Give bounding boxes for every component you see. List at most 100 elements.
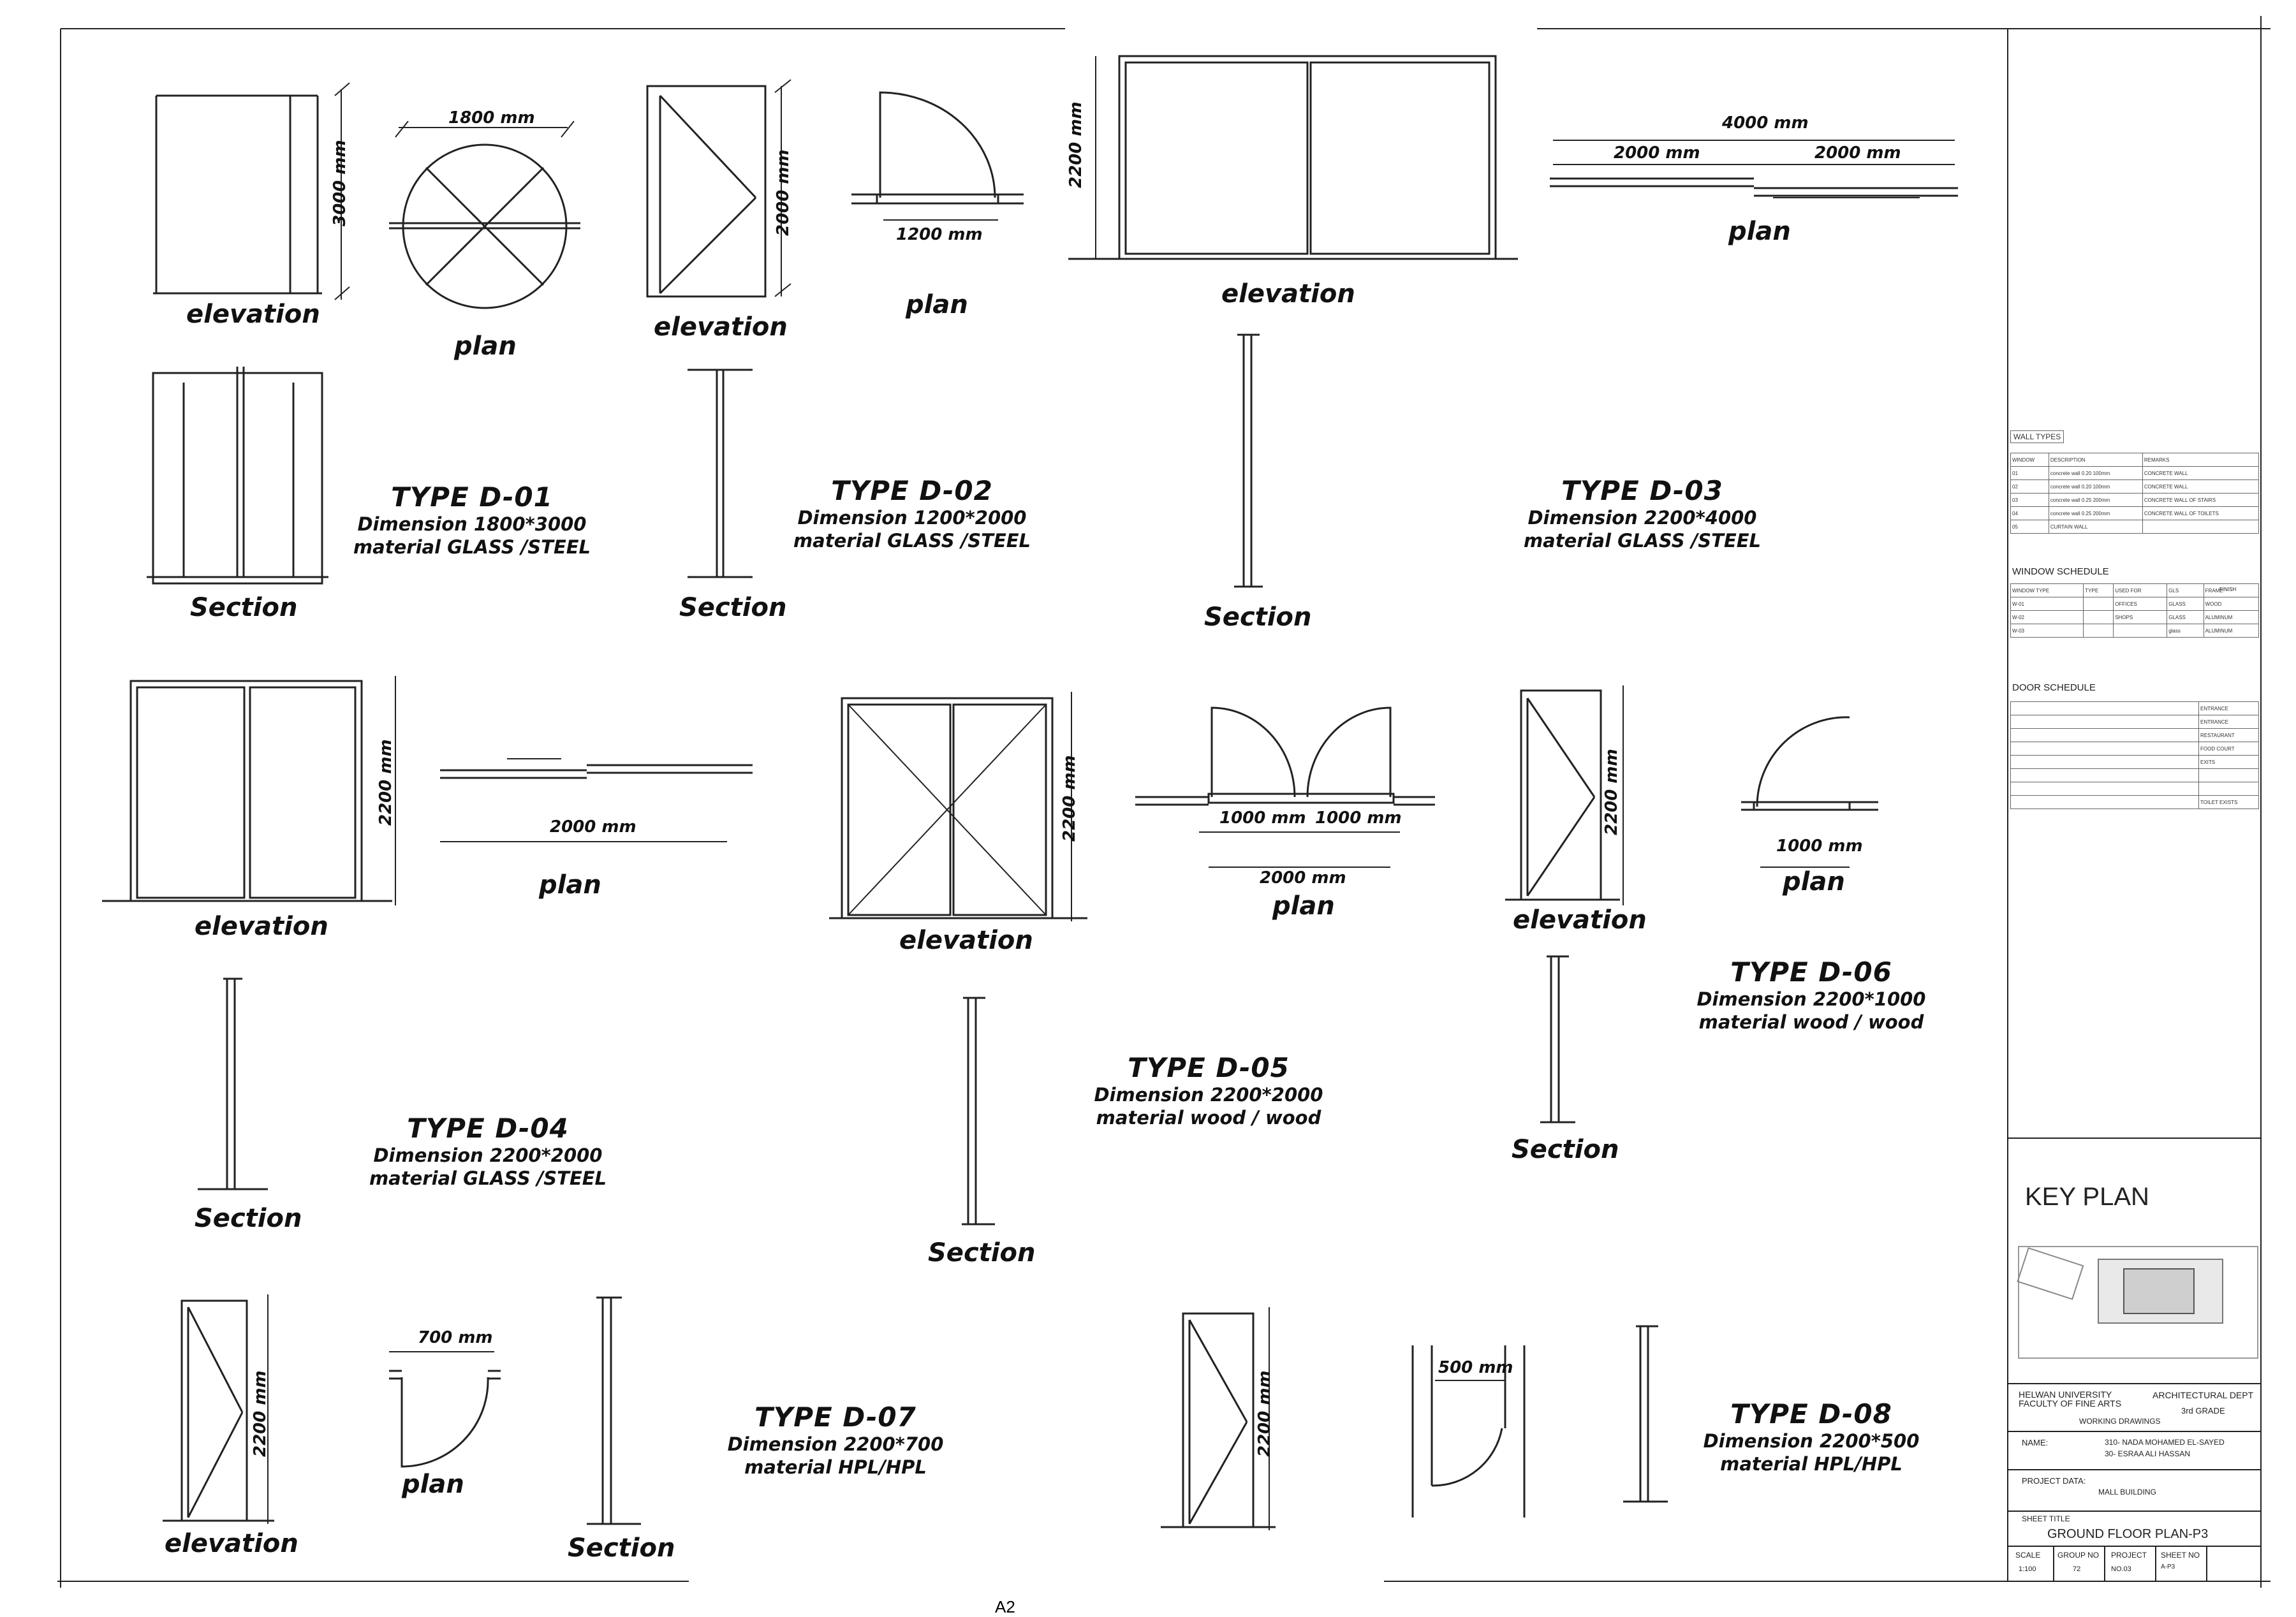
window-schedule-table: WINDOW TYPE TYPE USED FOR GLS FRAME W-01… — [2010, 583, 2260, 638]
d04-plan-label: plan — [539, 870, 601, 900]
table-cell: concrete wall 0.20 100mm — [2048, 466, 2143, 480]
d01-section-label: Section — [190, 593, 298, 622]
d02-elevation-label: elevation — [654, 312, 788, 342]
table-cell — [2010, 715, 2199, 729]
d04-section-label: Section — [195, 1204, 302, 1233]
table-cell: W-02 — [2010, 610, 2084, 624]
table-cell: 04 — [2010, 506, 2049, 520]
table-header: FRAME — [2203, 583, 2260, 597]
d02-material: material GLASS /STEEL — [793, 530, 1031, 552]
d04-dimension: Dimension 2200*2000 — [373, 1145, 603, 1166]
table-cell: CONCRETE WALL OF TOILETS — [2142, 506, 2260, 520]
table-header: WINDOW TYPE — [2010, 583, 2084, 597]
d03-dim-right: 2000 mm — [1814, 143, 1901, 163]
table-cell: concrete wall 0.25 200mm — [2048, 506, 2143, 520]
table-cell — [2198, 768, 2259, 782]
d04-type-block: TYPE D-04 Dimension 2200*2000 material G… — [360, 1113, 615, 1190]
table-cell: SHOPS — [2113, 610, 2168, 624]
table-cell: W-01 — [2010, 597, 2084, 611]
d03-elevation-label: elevation — [1221, 279, 1355, 309]
d07-dimension: Dimension 2200*700 — [727, 1433, 944, 1455]
d01-dim-width: 1800 mm — [448, 108, 535, 128]
table-cell: EXITS — [2198, 755, 2259, 769]
table-cell — [2142, 520, 2260, 534]
d07-section-label: Section — [568, 1533, 675, 1563]
university-name: HELWAN UNIVERSITY FACULTY OF FINE ARTS — [2019, 1389, 2122, 1408]
title-block-frame — [2008, 1138, 2261, 1581]
d06-plan-label: plan — [1783, 867, 1845, 896]
d03-plan-label: plan — [1728, 217, 1791, 246]
table-cell: ENTRANCE — [2198, 701, 2259, 715]
d03-dimension: Dimension 2200*4000 — [1527, 507, 1757, 529]
table-cell: 03 — [2010, 493, 2049, 507]
d02-plan-label: plan — [906, 290, 968, 319]
d06-elevation — [1505, 685, 1624, 905]
d08-dimension: Dimension 2200*500 — [1703, 1430, 1920, 1452]
d07-dim-width: 700 mm — [418, 1328, 493, 1347]
table-cell: 02 — [2010, 479, 2049, 494]
table-cell: GLASS — [2167, 610, 2204, 624]
table-cell: TOILET EXISTS — [2198, 795, 2259, 809]
window-finish-header: FINISH — [2219, 587, 2237, 592]
table-cell: CURTAIN WALL — [2048, 520, 2143, 534]
d07-plan — [389, 1351, 501, 1468]
table-cell: FOOD COURT — [2198, 742, 2259, 756]
table-cell — [2010, 701, 2199, 715]
d07-dim-height: 2200 mm — [251, 1370, 270, 1457]
d05-plan-label: plan — [1272, 891, 1335, 921]
d06-section — [1540, 955, 1575, 1123]
d03-dim-left: 2000 mm — [1614, 143, 1700, 163]
table-cell — [2198, 782, 2259, 796]
d01-type-title: TYPE D-01 — [391, 481, 553, 513]
d03-plan — [1550, 140, 1958, 198]
d01-section — [147, 367, 328, 585]
table-cell: GLASS — [2167, 597, 2204, 611]
d02-dim-height: 2000 mm — [774, 149, 793, 236]
d07-elevation — [163, 1294, 274, 1524]
table-header: TYPE — [2083, 583, 2114, 597]
d08-elevation — [1161, 1307, 1276, 1530]
d01-dimension: Dimension 1800*3000 — [357, 513, 587, 535]
table-cell — [2010, 728, 2199, 742]
d02-dimension: Dimension 1200*2000 — [797, 507, 1027, 529]
table-cell — [2010, 742, 2199, 756]
d07-material: material HPL/HPL — [744, 1456, 927, 1478]
d05-elevation-label: elevation — [899, 926, 1033, 955]
table-cell — [2010, 782, 2199, 796]
d08-type-block: TYPE D-08 Dimension 2200*500 material HP… — [1684, 1398, 1939, 1475]
d04-elevation — [102, 676, 396, 905]
sheet-title-label: SHEET TITLE — [2022, 1514, 2070, 1523]
table-cell: CONCRETE WALL — [2142, 479, 2260, 494]
table-cell: glass — [2167, 624, 2204, 638]
d06-plan — [1741, 716, 1878, 868]
sheet-title: GROUND FLOOR PLAN-P3 — [2047, 1527, 2209, 1541]
sheet-number: A2 — [995, 1597, 1015, 1616]
wall-types-header: REMARKS — [2142, 453, 2260, 467]
d06-elevation-label: elevation — [1513, 905, 1647, 935]
d07-type-title: TYPE D-07 — [754, 1401, 916, 1433]
d03-section-label: Section — [1204, 603, 1312, 632]
d05-dim-height: 2200 mm — [1060, 755, 1079, 842]
table-header: USED FOR — [2113, 583, 2168, 597]
table-cell: 01 — [2010, 466, 2049, 480]
d05-plan — [1135, 706, 1435, 868]
door-schedule-title: DOOR SCHEDULE — [2012, 682, 2096, 693]
d07-plan-label: plan — [402, 1470, 464, 1499]
d02-plan — [851, 91, 1024, 221]
group-value: 72 — [2073, 1565, 2081, 1573]
d03-type-block: TYPE D-03 Dimension 2200*4000 material G… — [1515, 475, 1770, 552]
d05-dimension: Dimension 2200*2000 — [1094, 1084, 1323, 1106]
d04-dim-height: 2200 mm — [376, 739, 395, 826]
d01-dim-height: 3000 mm — [330, 140, 350, 226]
table-cell — [2010, 755, 2199, 769]
d08-type-title: TYPE D-08 — [1730, 1398, 1892, 1430]
d04-type-title: TYPE D-04 — [407, 1113, 569, 1144]
table-cell — [2010, 768, 2199, 782]
d02-section — [688, 369, 753, 578]
d04-section — [198, 977, 268, 1190]
d08-plan — [1411, 1345, 1526, 1518]
grade: 3rd GRADE — [2181, 1406, 2225, 1416]
d06-dim-width: 1000 mm — [1776, 837, 1863, 856]
d03-elevation — [1068, 55, 1518, 260]
